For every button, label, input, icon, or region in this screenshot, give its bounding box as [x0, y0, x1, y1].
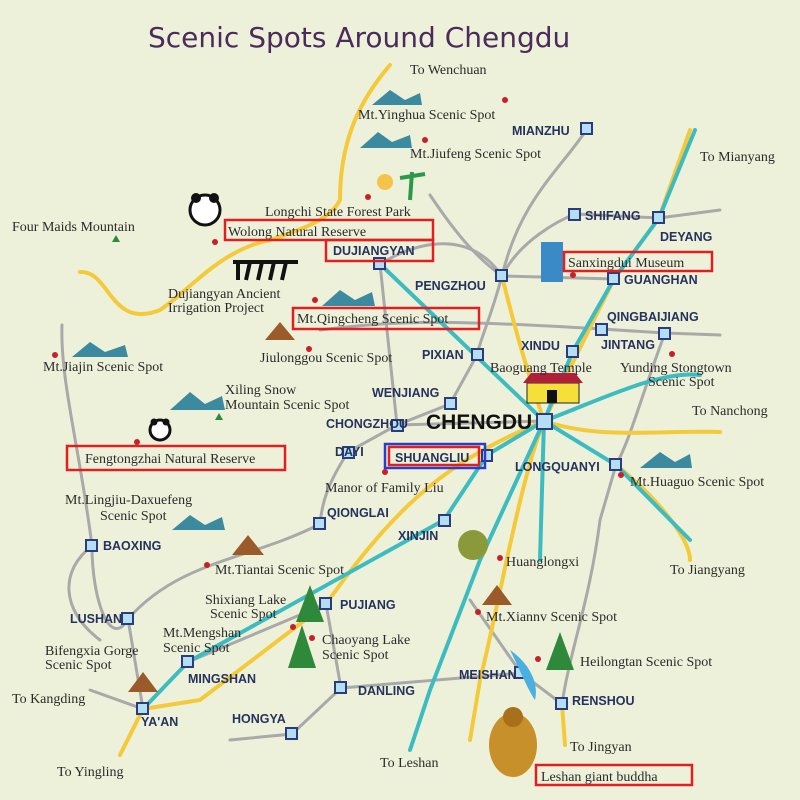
city-chengdu[interactable]: CHENGDU: [426, 411, 532, 434]
city-xindu[interactable]: XINDU: [521, 339, 560, 353]
spot-jiulonggou[interactable]: Jiulonggou Scenic Spot: [260, 351, 392, 366]
city-hongya[interactable]: HONGYA: [232, 712, 286, 726]
spot-jiufeng[interactable]: Mt.Jiufeng Scenic Spot: [410, 147, 541, 162]
panda-icon: [188, 193, 222, 227]
dest-nanchong: To Nanchong: [692, 404, 768, 419]
panda-icon: [148, 418, 172, 442]
city-qionglai[interactable]: QIONGLAI: [327, 506, 389, 520]
spot-fengtongzhai[interactable]: Fengtongzhai Natural Reserve: [85, 452, 255, 467]
dest-leshan: To Leshan: [380, 756, 439, 771]
city-dujiangyan[interactable]: DUJIANGYAN: [333, 244, 415, 258]
mountain-icon: [72, 90, 692, 530]
dest-mianyang: To Mianyang: [700, 150, 775, 165]
city-renshou[interactable]: RENSHOU: [572, 694, 635, 708]
city-danling[interactable]: DANLING: [358, 684, 415, 698]
dest-yingling: To Yingling: [57, 765, 124, 780]
spot-yunding-line2[interactable]: Scenic Spot: [648, 375, 715, 390]
spot-heilongtan[interactable]: Heilongtan Scenic Spot: [580, 655, 712, 670]
spot-yinghua[interactable]: Mt.Yinghua Scenic Spot: [358, 108, 495, 123]
spot-huaguo[interactable]: Mt.Huaguo Scenic Spot: [630, 475, 764, 490]
temple-icon: [523, 373, 583, 404]
city-shuangliu[interactable]: SHUANGLIU: [395, 451, 469, 465]
city-longquanyi[interactable]: LONGQUANYI: [515, 460, 600, 474]
dest-kangding: To Kangding: [12, 692, 85, 707]
spot-lingjiu-line1[interactable]: Mt.Lingjiu-Daxuefeng: [65, 493, 192, 508]
spot-manor[interactable]: Manor of Family Liu: [325, 481, 444, 496]
city-deyang[interactable]: DEYANG: [660, 230, 712, 244]
spot-longchi[interactable]: Longchi State Forest Park: [265, 205, 411, 220]
city-jintang[interactable]: JINTANG: [601, 338, 655, 352]
spot-lingjiu-line2[interactable]: Scenic Spot: [100, 509, 167, 524]
spot-markers: [52, 97, 675, 662]
spot-yunding-line1[interactable]: Yunding Stongtown: [620, 361, 732, 376]
spot-qingcheng[interactable]: Mt.Qingcheng Scenic Spot: [297, 312, 448, 327]
city-mianzhu[interactable]: MIANZHU: [512, 124, 570, 138]
cities: MIANZHU SHIFANG DEYANG DUJIANGYAN PENGZH…: [70, 122, 712, 740]
spot-tiantai[interactable]: Mt.Tiantai Scenic Spot: [215, 563, 344, 578]
highlight-boxes: [65, 218, 714, 787]
city-guanghan[interactable]: GUANGHAN: [624, 273, 698, 287]
spot-chaoyang-line1[interactable]: Chaoyang Lake: [322, 633, 410, 648]
spot-huanglongxi[interactable]: Huanglongxi: [506, 555, 579, 570]
spot-xiannv[interactable]: Mt.Xiannv Scenic Spot: [486, 610, 617, 625]
spot-leshan-buddha[interactable]: Leshan giant buddha: [541, 770, 658, 785]
spot-xiling-line2[interactable]: Mountain Scenic Spot: [225, 398, 350, 413]
spot-mengshan-line2[interactable]: Scenic Spot: [163, 641, 230, 656]
spot-dujiangyan-line1[interactable]: Dujiangyan Ancient: [168, 287, 280, 302]
city-qingbaijiang[interactable]: QINGBAIJIANG: [607, 310, 699, 324]
minor-roads: [60, 127, 722, 742]
dest-jiangyang: To Jiangyang: [670, 563, 745, 578]
spot-shixiang-line2[interactable]: Scenic Spot: [210, 607, 277, 622]
city-yaan[interactable]: YA'AN: [141, 715, 178, 729]
icons: [72, 90, 692, 777]
city-pixian[interactable]: PIXIAN: [422, 348, 464, 362]
hut-icon: [128, 322, 512, 692]
dest-jingyan: To Jingyan: [570, 740, 632, 755]
spot-mengshan-line1[interactable]: Mt.Mengshan: [163, 626, 241, 641]
irrigation-bridge-icon: [233, 260, 298, 281]
city-meishan[interactable]: MEISHAN: [459, 668, 517, 682]
city-xinjin[interactable]: XINJIN: [398, 529, 438, 543]
tree-icon: [288, 530, 574, 670]
spot-jiajin[interactable]: Mt.Jiajin Scenic Spot: [43, 360, 163, 375]
city-pengzhou[interactable]: PENGZHOU: [415, 279, 486, 293]
city-pujiang[interactable]: PUJIANG: [340, 598, 396, 612]
spot-shixiang-line1[interactable]: Shixiang Lake: [205, 593, 286, 608]
palm-icon: [377, 171, 426, 201]
buddha-icon: [489, 707, 537, 777]
spot-sanxingdui[interactable]: Sanxingdui Museum: [568, 256, 684, 271]
spot-bifengxia-line2[interactable]: Scenic Spot: [45, 658, 112, 673]
spot-chaoyang-line2[interactable]: Scenic Spot: [322, 648, 389, 663]
spot-four-maids[interactable]: Four Maids Mountain: [12, 220, 135, 235]
spot-bifengxia-line1[interactable]: Bifengxia Gorge: [45, 644, 138, 659]
city-lushan[interactable]: LUSHAN: [70, 612, 122, 626]
spot-xiling-line1[interactable]: Xiling Snow: [225, 383, 297, 398]
spot-wolong[interactable]: Wolong Natural Reserve: [228, 225, 366, 240]
sanxingdui-mask-icon: [541, 242, 563, 282]
spot-dujiangyan-line2[interactable]: Irrigation Project: [168, 301, 264, 316]
city-chongzhou[interactable]: CHONGZHOU: [326, 417, 408, 431]
city-shifang[interactable]: SHIFANG: [585, 209, 641, 223]
lake-icon: [510, 650, 536, 700]
map-title: Scenic Spots Around Chengdu: [148, 21, 570, 54]
city-mingshan[interactable]: MINGSHAN: [188, 672, 256, 686]
city-baoxing[interactable]: BAOXING: [103, 539, 161, 553]
spot-labels: Mt.Yinghua Scenic Spot Mt.Jiufeng Scenic…: [12, 108, 764, 785]
spot-baoguang[interactable]: Baoguang Temple: [490, 361, 592, 376]
dest-wenchuan: To Wenchuan: [410, 63, 487, 78]
city-wenjiang[interactable]: WENJIANG: [372, 386, 439, 400]
destination-labels: To Wenchuan To Mianyang To Nanchong To J…: [12, 63, 775, 780]
city-dayi[interactable]: DAYI: [335, 445, 364, 459]
